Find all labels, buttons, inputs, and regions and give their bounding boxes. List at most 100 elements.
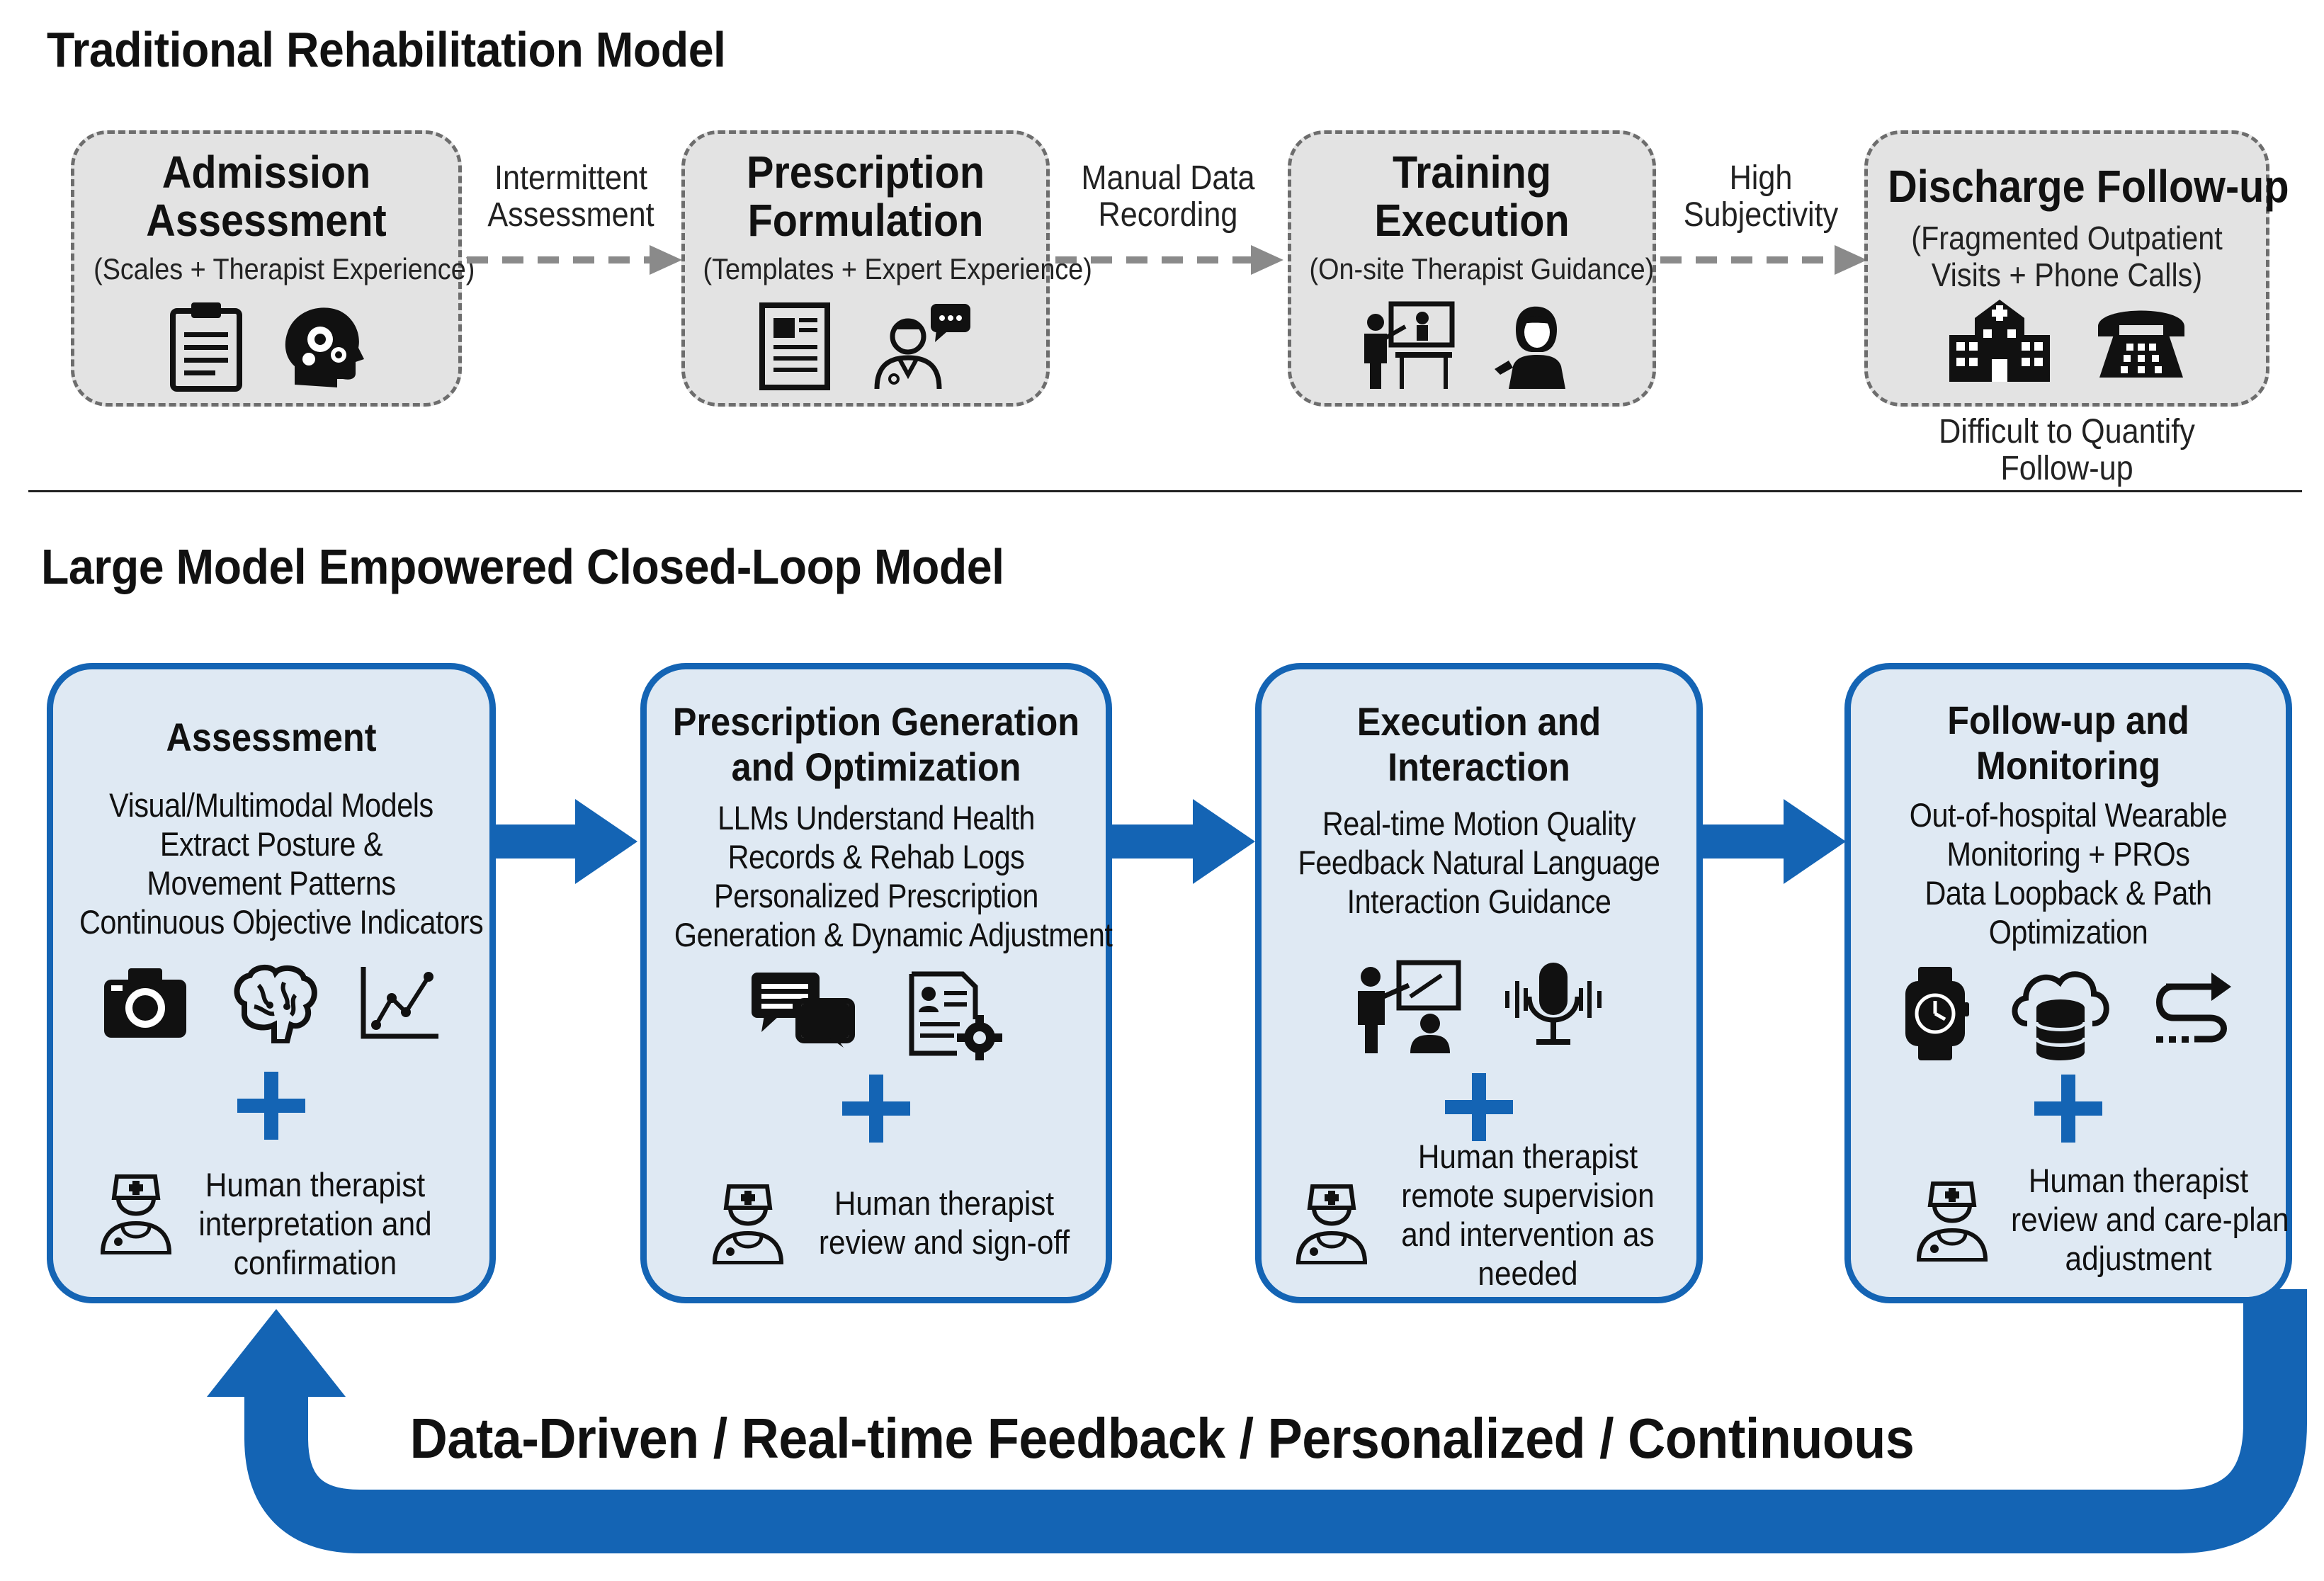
- hospital-icon: [1949, 300, 2050, 382]
- document-icon: [759, 302, 830, 390]
- plus-icon: [1445, 1073, 1513, 1141]
- block-arrow: [1700, 799, 1846, 884]
- human-therapist-text: Human therapist review and care-plan adj…: [2011, 1161, 2289, 1278]
- telephone-icon: [2098, 310, 2184, 378]
- trainer-board-icon: [1364, 301, 1455, 389]
- therapist-person-icon: [1495, 306, 1565, 389]
- plus-icon: [842, 1075, 910, 1143]
- human-therapist-text: Human therapist review and sign-off: [817, 1184, 1072, 1262]
- traditional-section-title: Traditional Rehabilitation Model: [47, 22, 726, 77]
- loop-stage-desc: Real-time Motion Quality: [1322, 805, 1636, 842]
- trad-stage-subtitle: (Fragmented Outpatient: [1911, 220, 2223, 256]
- trad-stage-title: Admission: [161, 147, 371, 198]
- connector-label-line: High: [1729, 159, 1793, 197]
- loop-stage-follow-up-monitoring: Follow-up and Monitoring Out-of-hospital…: [1844, 663, 2292, 1303]
- loop-stage-title: and Optimization: [731, 744, 1021, 789]
- follow-up-note-line: Follow-up: [2000, 450, 2133, 487]
- trad-stage-title: Execution: [1374, 195, 1570, 246]
- connector-label-high-subjectivity: High Subjectivity: [1665, 160, 1857, 234]
- follow-up-note-line: Difficult to Quantify: [1939, 413, 2195, 450]
- follow-up-note: Difficult to Quantify Follow-up: [1885, 414, 2250, 487]
- human-therapist-text: Human therapist interpretation and confi…: [194, 1165, 436, 1282]
- loop-stage-desc: Generation & Dynamic Adjustment: [674, 916, 1113, 953]
- connector-label-line: Assessment: [487, 196, 654, 234]
- section-divider: [28, 490, 2302, 492]
- trad-stage-title: Prescription: [746, 147, 985, 198]
- loop-path-icon: [2156, 973, 2231, 1043]
- loop-stage-desc: Monitoring + PROs: [1946, 835, 2190, 873]
- connector-label-manual-data-recording: Manual Data Recording: [1063, 160, 1274, 234]
- loop-stage-prescription-generation: Prescription Generation and Optimization…: [640, 663, 1113, 1303]
- loop-stage-desc: Movement Patterns: [147, 864, 396, 902]
- loop-stage-desc: Out-of-hospital Wearable: [1909, 796, 2228, 834]
- trad-stage-title: Discharge Follow-up: [1888, 161, 2289, 212]
- connector-label-intermittent-assessment: Intermittent Assessment: [472, 160, 671, 234]
- connector-label-line: Recording: [1098, 196, 1238, 234]
- human-text-line: Human therapist: [2028, 1162, 2249, 1199]
- dashed-arrow: [467, 245, 682, 275]
- trad-stage-subtitle: (On-site Therapist Guidance): [1309, 252, 1655, 285]
- human-text-line: Human therapist: [834, 1184, 1055, 1222]
- loop-stage-desc: Continuous Objective Indicators: [79, 903, 484, 941]
- nurse-avatar-icon: [712, 1184, 784, 1264]
- microphone-icon: [1505, 963, 1602, 1045]
- human-text-line: interpretation and: [198, 1205, 432, 1242]
- loop-stage-desc: Data Loopback & Path: [1925, 874, 2212, 912]
- human-therapist-text: Human therapist remote supervision and i…: [1400, 1137, 1655, 1293]
- loop-stage-desc: Personalized Prescription: [714, 877, 1038, 914]
- loop-stage-execution-interaction: Execution and Interaction Real-time Moti…: [1255, 663, 1703, 1303]
- human-text-line: and intervention as: [1401, 1216, 1655, 1253]
- plus-icon: [2034, 1075, 2102, 1143]
- trad-stage-training-execution: Training Execution (On-site Therapist Gu…: [1288, 130, 1656, 407]
- block-arrow: [1109, 799, 1255, 884]
- loop-stage-desc: LLMs Understand Health: [718, 799, 1035, 837]
- loop-stage-desc: Extract Posture &: [159, 825, 383, 863]
- human-text-line: needed: [1478, 1254, 1578, 1292]
- loop-stage-title: Follow-up and: [1947, 698, 2189, 742]
- closed-loop-label: Data-Driven / Real-time Feedback / Perso…: [409, 1407, 1915, 1470]
- trad-stage-subtitle: Visits + Phone Calls): [1931, 256, 2203, 293]
- human-text-line: Human therapist: [1417, 1138, 1638, 1175]
- presenter-icon: [1358, 960, 1461, 1053]
- loop-stage-title: Prescription Generation: [672, 699, 1080, 744]
- loop-stage-desc: Records & Rehab Logs: [727, 838, 1025, 876]
- loop-stage-desc: Visual/Multimodal Models: [109, 786, 433, 824]
- clipboard-icon: [170, 302, 242, 392]
- connector-label-line: Intermittent: [494, 159, 648, 197]
- trad-stage-subtitle: (Templates + Expert Experience): [703, 252, 1092, 285]
- camera-icon: [104, 968, 186, 1038]
- trad-stage-discharge-follow-up: Discharge Follow-up (Fragmented Outpatie…: [1864, 130, 2289, 407]
- loop-stage-title: Monitoring: [1976, 743, 2161, 788]
- closed-loop-section-title: Large Model Empowered Closed-Loop Model: [41, 539, 1004, 594]
- loop-stage-title: Assessment: [166, 715, 377, 759]
- trad-stage-subtitle: (Scales + Therapist Experience): [93, 252, 475, 285]
- connector-label-line: Subjectivity: [1683, 196, 1839, 234]
- human-text-line: adjustment: [2065, 1240, 2212, 1277]
- doctor-speech-icon: [874, 304, 970, 390]
- dashed-arrow: [1660, 245, 1867, 275]
- human-text-line: review and care-plan: [2011, 1201, 2289, 1238]
- trad-stage-title: Training: [1392, 147, 1552, 198]
- trad-stage-admission-assessment: Admission Assessment (Scales + Therapist…: [71, 130, 475, 407]
- head-gears-icon: [285, 307, 364, 387]
- trad-stage-title: Assessment: [146, 195, 387, 246]
- loop-stage-desc: Feedback Natural Language: [1298, 844, 1660, 881]
- nurse-avatar-icon: [100, 1174, 172, 1254]
- line-chart-icon: [361, 967, 438, 1039]
- human-text-line: confirmation: [233, 1244, 397, 1281]
- trad-stage-title: Formulation: [747, 195, 984, 246]
- plus-icon: [237, 1072, 305, 1140]
- connector-label-line: Manual Data: [1081, 159, 1255, 197]
- chat-bubbles-icon: [752, 973, 855, 1048]
- dashed-arrow: [1055, 245, 1283, 275]
- human-text-line: remote supervision: [1401, 1177, 1655, 1214]
- loop-stage-desc: Optimization: [1988, 913, 2148, 951]
- profile-settings-icon: [909, 971, 1002, 1060]
- loop-stage-desc: Interaction Guidance: [1347, 883, 1611, 920]
- brain-icon: [234, 965, 317, 1043]
- loop-stage-title: Execution and: [1356, 699, 1602, 744]
- loop-stage-assessment: Assessment Visual/Multimodal Models Extr…: [47, 663, 496, 1303]
- human-text-line: review and sign-off: [818, 1223, 1070, 1261]
- human-text-line: Human therapist: [205, 1166, 426, 1203]
